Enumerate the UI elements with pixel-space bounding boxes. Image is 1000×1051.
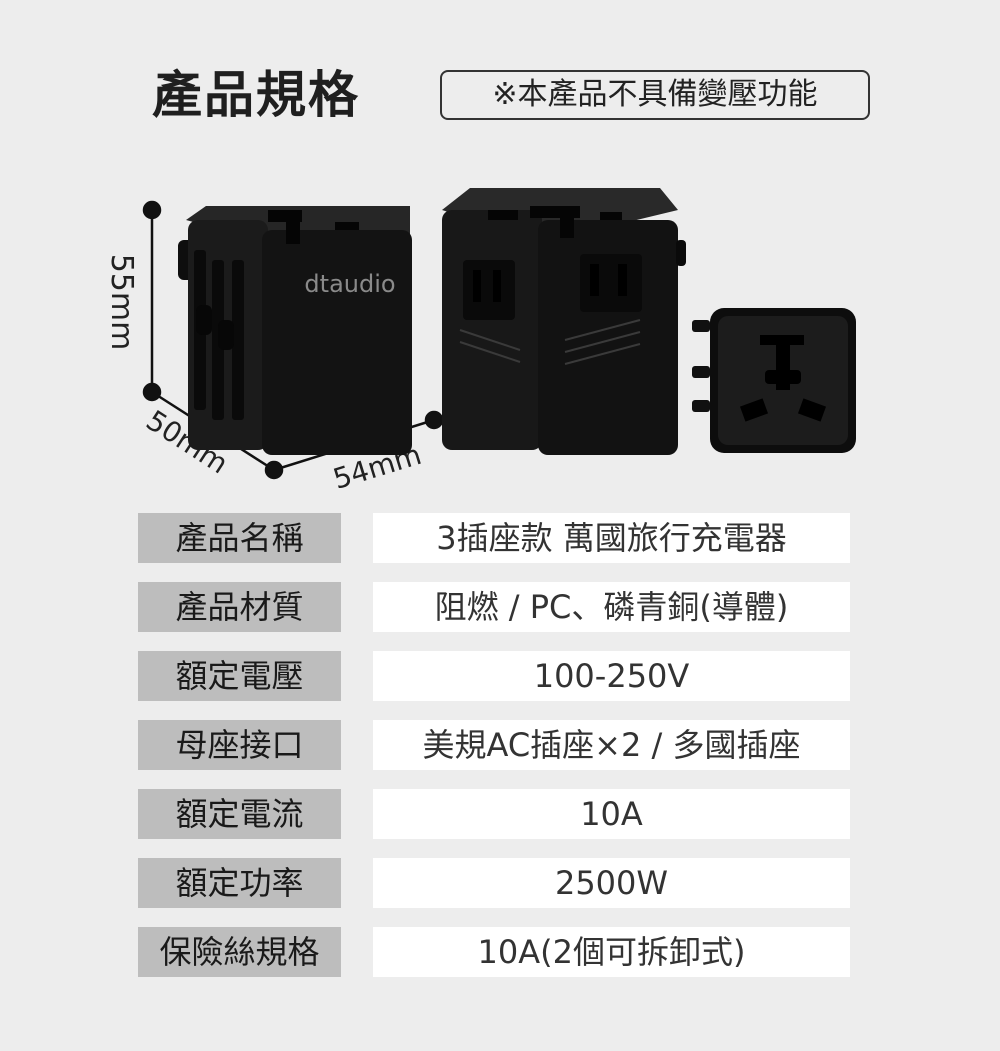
spec-label: 額定功率	[138, 858, 341, 908]
spec-label: 產品材質	[138, 582, 341, 632]
spec-value: 10A(2個可拆卸式)	[373, 927, 850, 977]
spec-label: 額定電壓	[138, 651, 341, 701]
spec-row: 母座接口美規AC插座×2 / 多國插座	[138, 720, 850, 770]
dimension-height-label: 55mm	[104, 254, 139, 351]
spec-label: 母座接口	[138, 720, 341, 770]
adapter-angle-view	[442, 188, 686, 455]
spec-value: 美規AC插座×2 / 多國插座	[373, 720, 850, 770]
spec-value: 10A	[373, 789, 850, 839]
product-illustration: 55mm 50mm 54mm dtaudio	[104, 188, 856, 496]
adapter-socket-face	[692, 308, 856, 453]
spec-row: 保險絲規格 10A(2個可拆卸式)	[138, 927, 850, 977]
spec-row: 額定電壓 100-250V	[138, 651, 850, 701]
spec-row: 額定功率 2500W	[138, 858, 850, 908]
spec-value: 阻燃 / PC、磷青銅(導體)	[373, 582, 850, 632]
spec-label: 額定電流	[138, 789, 341, 839]
spec-row: 產品名稱 3插座款 萬國旅行充電器	[138, 513, 850, 563]
notice-badge: ※本產品不具備變壓功能	[440, 70, 870, 120]
spec-row: 產品材質阻燃 / PC、磷青銅(導體)	[138, 582, 850, 632]
dimension-lines	[142, 200, 444, 480]
spec-row: 額定電流 10A	[138, 789, 850, 839]
spec-value: 2500W	[373, 858, 850, 908]
spec-label: 保險絲規格	[138, 927, 341, 977]
page-title: 產品規格	[152, 66, 360, 124]
spec-value: 3插座款 萬國旅行充電器	[373, 513, 850, 563]
brand-logo: dtaudio	[304, 270, 395, 298]
spec-label: 產品名稱	[138, 513, 341, 563]
spec-value: 100-250V	[373, 651, 850, 701]
adapter-side-view: dtaudio	[178, 206, 412, 455]
